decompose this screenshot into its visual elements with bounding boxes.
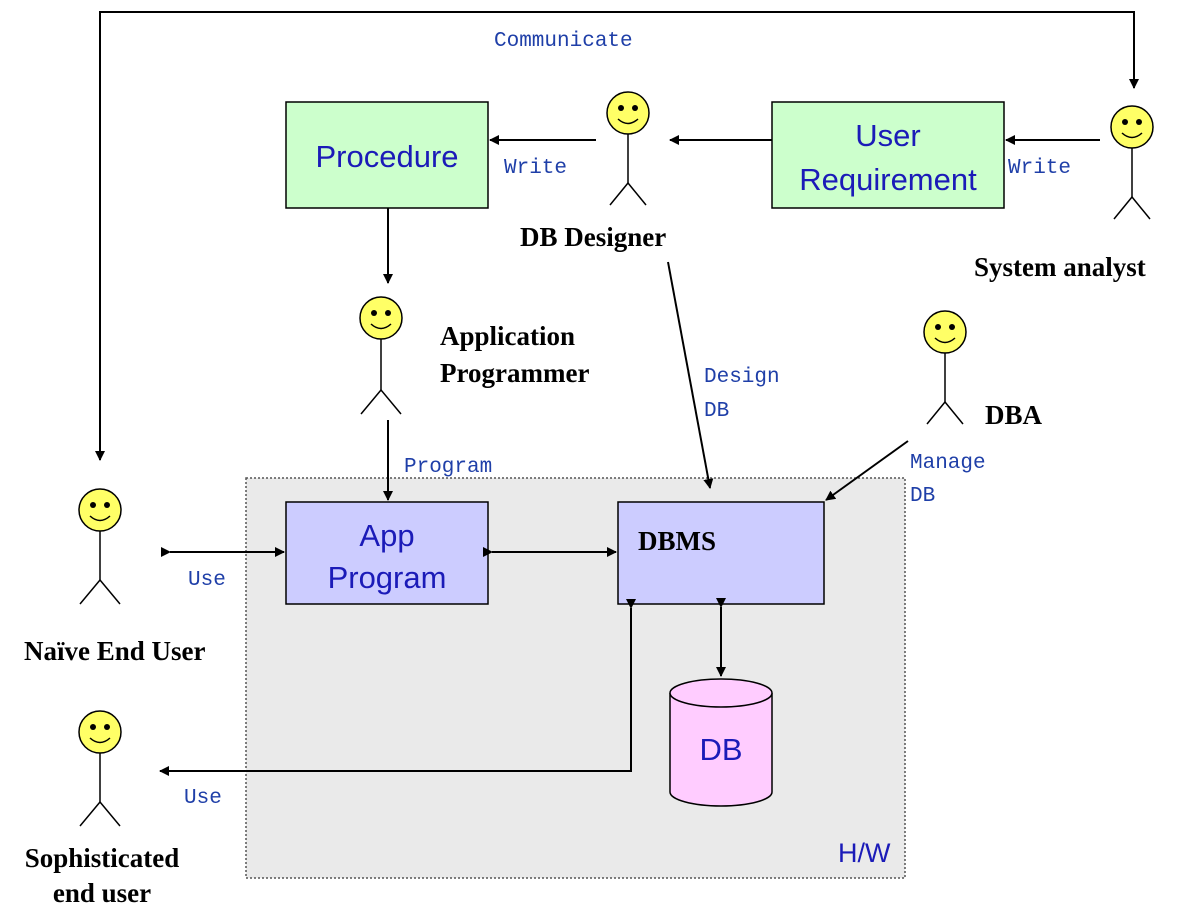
db-label: DB: [699, 732, 742, 767]
smiley-icon: [1110, 105, 1154, 149]
app-program-label-line1: App: [359, 518, 414, 553]
dbms-box: [617, 501, 825, 605]
smiley-icon: [923, 310, 967, 354]
naive-user-label: Naïve End User: [24, 636, 206, 666]
design-label-line2: DB: [704, 400, 729, 423]
use-label-sophisticated: Use: [184, 787, 222, 810]
user-requirement-label-line2: Requirement: [799, 162, 977, 197]
communicate-label: Communicate: [494, 30, 633, 53]
db-cylinder: [669, 678, 773, 807]
smiley-icon: [78, 710, 122, 754]
user-requirement-box: [771, 101, 1005, 209]
manage-label-line2: DB: [910, 485, 935, 508]
procedure-box: [285, 101, 489, 209]
hw-label: H/W: [838, 838, 891, 868]
write-label-analyst: Write: [1008, 157, 1071, 180]
dba-label: DBA: [985, 400, 1043, 430]
dba-actor: [923, 310, 967, 425]
app-program-box: [285, 501, 489, 605]
use-label-naive: Use: [188, 569, 226, 592]
program-label: Program: [404, 456, 492, 479]
smiley-icon: [78, 488, 122, 532]
app-program-label-line2: Program: [328, 560, 447, 595]
design-label-line1: Design: [704, 366, 780, 389]
system-analyst-label: System analyst: [974, 252, 1146, 282]
db-designer-label: DB Designer: [520, 222, 666, 252]
write-label-designer: Write: [504, 157, 567, 180]
manage-db-arrow: [825, 440, 909, 501]
system-analyst-actor: [1110, 105, 1154, 220]
app-programmer-label-line2: Programmer: [440, 358, 589, 388]
naive-user-actor: [78, 488, 122, 605]
db-designer-actor: [606, 91, 650, 206]
design-db-arrow: [667, 261, 714, 489]
app-programmer-label-line1: Application: [440, 321, 575, 351]
sophisticated-user-label-line1: Sophisticated: [25, 843, 180, 873]
sophisticated-user-actor: [78, 710, 122, 827]
smiley-icon: [606, 91, 650, 135]
app-programmer-actor: [359, 296, 403, 415]
manage-label-line1: Manage: [910, 452, 986, 475]
procedure-label: Procedure: [315, 139, 458, 174]
sophisticated-user-label-line2: end user: [53, 878, 151, 908]
smiley-icon: [359, 296, 403, 340]
dbms-label: DBMS: [638, 526, 716, 556]
sophisticated-use-arrow: [159, 599, 636, 776]
user-requirement-label-line1: User: [855, 118, 920, 153]
